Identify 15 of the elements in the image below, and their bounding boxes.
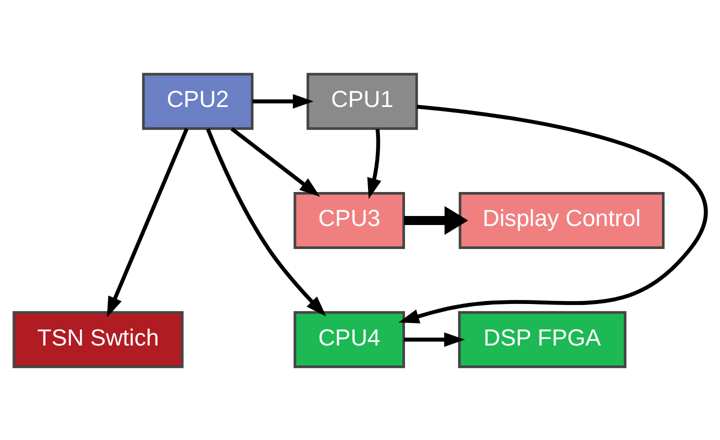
arrow (252, 94, 314, 108)
arrow (206, 128, 326, 316)
arrow (230, 126, 320, 196)
arrow (367, 128, 382, 198)
node-box: Display Control (458, 192, 665, 248)
node-box: DSP FPGA (458, 310, 626, 368)
node-box: CPU2 (142, 72, 254, 130)
arrow (106, 128, 189, 318)
node-box: TSN Swtich (12, 310, 184, 368)
node-box: CPU3 (294, 192, 405, 248)
node-box: CPU1 (306, 72, 418, 130)
node-box: CPU4 (294, 310, 405, 368)
arrow (398, 104, 707, 323)
arrow (404, 206, 468, 234)
arrow (404, 332, 465, 346)
